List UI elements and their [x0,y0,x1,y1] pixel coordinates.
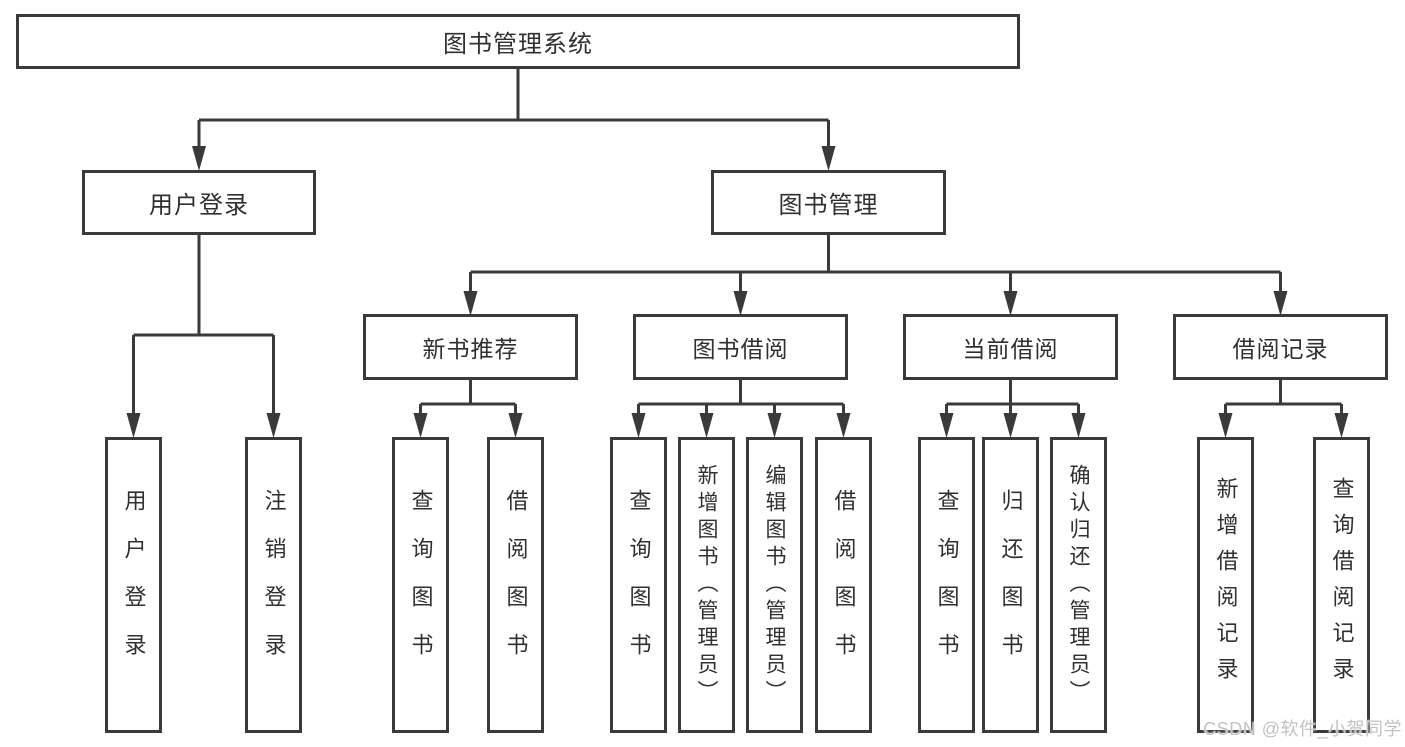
leaf-return-books: 归还图书 [982,437,1039,733]
node-user-login-label: 用户登录 [149,192,249,219]
node-library-system-label: 图书管理系统 [443,31,593,58]
node-book-management-label: 图书管理 [778,192,879,219]
node-new-book-recommendation: 新书推荐 [363,314,578,380]
node-book-borrowing-label: 图书借阅 [692,336,789,362]
leaf-query-books-borrow: 查询图书 [610,437,667,733]
leaf-add-books-admin: 新增图书（管理员） [678,437,735,733]
leaf-query-borrow-record: 查询借阅记录 [1313,437,1370,733]
node-book-borrowing: 图书借阅 [633,314,848,380]
leaf-confirm-return-admin: 确认归还（管理员） [1050,437,1107,733]
node-library-system: 图书管理系统 [16,14,1020,69]
node-user-login: 用户登录 [82,170,316,235]
node-borrowing-records: 借阅记录 [1173,314,1388,380]
leaf-borrow-books-recommend: 借阅图书 [487,437,544,733]
csdn-watermark: CSDN @软件_小贺同学 [1203,719,1402,739]
leaf-borrow-books: 借阅图书 [815,437,872,733]
leaf-edit-books-admin: 编辑图书（管理员） [746,437,803,733]
leaf-query-books-recommend: 查询图书 [392,437,449,733]
node-borrowing-records-label: 借阅记录 [1232,336,1329,362]
node-new-book-recommendation-label: 新书推荐 [422,336,519,362]
leaf-logout-login: 注销登录 [245,437,302,733]
leaf-user-login: 用户登录 [105,437,162,733]
leaf-query-books-current: 查询图书 [918,437,975,733]
node-book-management: 图书管理 [711,170,946,235]
leaf-add-borrow-record: 新增借阅记录 [1197,437,1254,733]
node-current-borrowing: 当前借阅 [903,314,1118,380]
node-current-borrowing-label: 当前借阅 [962,336,1059,362]
